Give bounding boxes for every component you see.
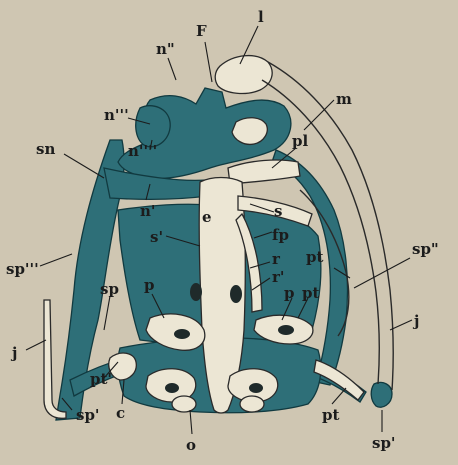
label-sn: sn <box>36 140 55 158</box>
foramen-left <box>190 283 202 301</box>
prootic-foramen-right <box>278 325 294 335</box>
condyle-right <box>240 396 264 412</box>
bone-c <box>109 353 137 380</box>
prootic-foramen-left <box>174 329 190 339</box>
label-pt-prime: pt' <box>90 370 112 388</box>
label-o: o <box>186 436 196 454</box>
label-m: m <box>336 90 352 108</box>
label-n-quad-prime: n'''' <box>128 142 157 160</box>
right-rod-tip <box>371 382 392 407</box>
label-c: c <box>116 404 125 422</box>
label-p-right: p <box>284 284 295 302</box>
occipital-foramen-right <box>249 383 263 393</box>
label-j-right: j <box>412 312 419 330</box>
label-n-double-prime: n" <box>156 40 175 58</box>
label-sp-prime-right: sp' <box>372 434 396 452</box>
label-s: s <box>274 202 282 220</box>
label-pt-upper: pt <box>306 248 323 266</box>
label-r-prime: r' <box>272 268 285 286</box>
label-n-prime: n' <box>140 202 156 220</box>
label-j-left: j <box>10 344 17 362</box>
label-n-triple-prime: n''' <box>104 106 129 124</box>
condyle-left <box>172 396 196 412</box>
label-fp: fp <box>272 226 289 244</box>
label-e: e <box>202 208 212 226</box>
label-sp-prime-left: sp' <box>76 406 100 424</box>
foramen-right <box>230 285 242 303</box>
label-s-prime: s' <box>150 228 163 246</box>
occipital-foramen-left <box>165 383 179 393</box>
label-F: F <box>196 22 207 40</box>
nasal-lobe <box>136 106 170 147</box>
label-pt-right: pt <box>302 284 319 302</box>
label-sp-triple-prime: sp''' <box>6 260 39 278</box>
label-pl: pl <box>292 132 308 150</box>
label-r: r <box>272 250 281 268</box>
label-sp-double-prime: sp" <box>412 240 439 258</box>
bone-premaxilla <box>232 118 267 145</box>
label-sp: sp <box>100 280 119 298</box>
label-l: l <box>258 8 264 26</box>
label-p-left: p <box>144 276 155 294</box>
label-pt-lower: pt <box>322 406 339 424</box>
